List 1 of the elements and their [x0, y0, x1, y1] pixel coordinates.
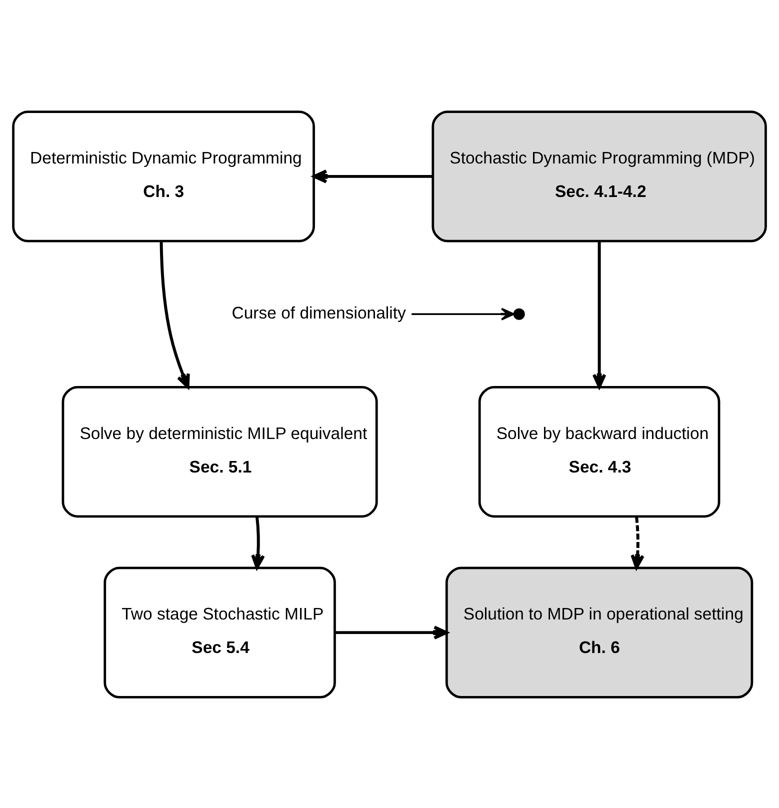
node-text: Curse of dimensionality: [232, 303, 406, 322]
